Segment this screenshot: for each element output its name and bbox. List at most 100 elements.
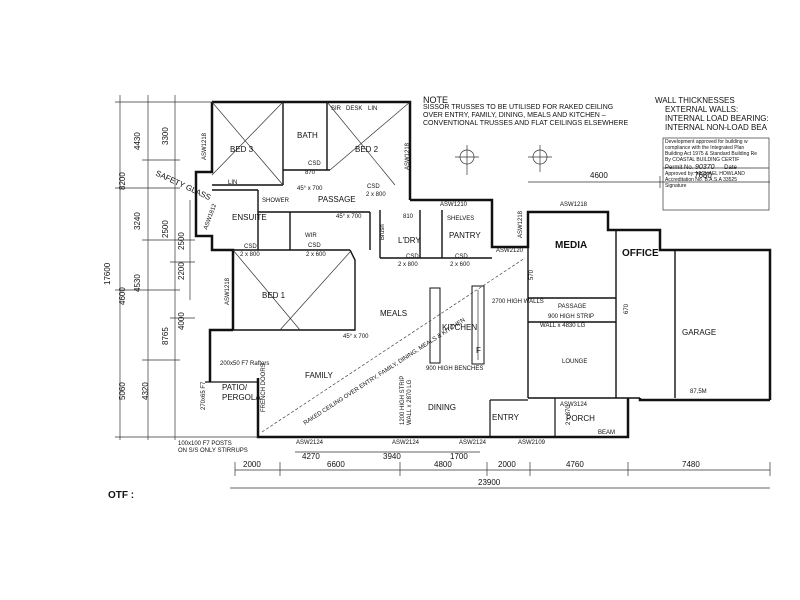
wall-thickness-block: WALL THICKNESSES EXTERNAL WALLS: INTERNA…	[655, 96, 773, 132]
room-sir: SIR	[331, 106, 342, 112]
dim-bottom-r2-4: 2000	[498, 460, 516, 469]
dim-left-3: 8200	[118, 172, 127, 190]
annotations: SAFETY GLASS CSD 870 CSD 2 x 800 CSD 2 x…	[108, 161, 707, 501]
window-asw1218-left: ASW1218	[202, 132, 208, 160]
csd-2x600-wir: 2 x 600	[306, 252, 326, 258]
wall-2870-note: WALL x 2870 LG	[407, 379, 413, 425]
room-ldry: L'DRY	[398, 236, 421, 245]
dimension-values: 4600 7680 4270 3940 1700 2000 6600 4800 …	[103, 127, 712, 487]
dim-bottom-r2-3: 4800	[434, 460, 452, 469]
room-labels: BED 3 BATH BED 2 PASSAGE SHOWER ENSUITE …	[222, 106, 716, 423]
north-arrow-symbols	[455, 145, 552, 175]
window-asw1218-bed1: ASW1218	[225, 277, 231, 305]
csd-2x600-pantry: 2 x 600	[450, 262, 470, 268]
kitchen-benches	[429, 285, 485, 365]
room-desk: DESK	[346, 106, 362, 112]
dim-bottom-r2-1: 2000	[243, 460, 261, 469]
window-asw2124-a: ASW2124	[296, 440, 324, 446]
approval-stamp-box	[662, 137, 770, 211]
room-shelves: SHELVES	[447, 216, 474, 222]
room-passage-right: PASSAGE	[558, 304, 586, 310]
room-lounge: LOUNGE	[562, 359, 587, 365]
approval-line-4: By COASTAL BUILDING CERTIF	[665, 157, 740, 163]
interior-walls	[212, 102, 676, 437]
csd-label-pantry: CSD	[455, 254, 468, 260]
grid-line-note: 87,5M	[690, 389, 707, 395]
room-garage: GARAGE	[682, 328, 716, 337]
dim-bottom-r1-2: 3940	[383, 452, 401, 461]
date-label: Date	[724, 165, 737, 171]
room-bath: BATH	[297, 131, 318, 140]
dim-left-7: 2200	[177, 262, 186, 280]
approval-line-3: Building Act 1975 & Standard Building Re	[665, 151, 758, 157]
patio-beam-note: 270x65 F7	[201, 381, 207, 410]
high-benches-note: 900 HIGH BENCHES	[426, 366, 483, 372]
window-asw1218-vertical: ASW1218	[518, 210, 524, 238]
exterior-walls	[194, 100, 772, 439]
dim-left-12: 5060	[118, 382, 127, 400]
high-walls-note: 2700 HIGH WALLS	[492, 299, 544, 305]
csd-label-wir: CSD	[308, 243, 321, 249]
room-dining: DINING	[428, 403, 456, 412]
dim-top-1: 4600	[590, 171, 608, 180]
room-bed3: BED 3	[230, 145, 254, 154]
room-bed1: BED 1	[262, 291, 286, 300]
csd-label-bed2: CSD	[367, 184, 380, 190]
posts-note-2: ON S/S ONLY STIRRUPS	[178, 448, 248, 454]
dim-left-6: 2500	[177, 232, 186, 250]
window-asw1218-top: ASW1218	[560, 202, 588, 208]
dim-left-13: 4320	[141, 382, 150, 400]
room-wir: WIR	[305, 233, 317, 239]
otf-label: OTF :	[108, 490, 134, 501]
window-asw2124-b: ASW2124	[392, 440, 420, 446]
hip-lines	[211, 101, 526, 433]
fridge-symbol: F	[476, 346, 481, 355]
window-asw3124: ASW3124	[560, 402, 588, 408]
patio-rafters-note: 200x50 F7 Rafters	[220, 361, 269, 367]
room-passage-top: PASSAGE	[318, 195, 356, 204]
dim-left-1: 4430	[133, 132, 142, 150]
csd-label-bath: CSD	[308, 161, 321, 167]
window-asw2109: ASW2109	[518, 440, 546, 446]
approval-line-1: Development approved for building w	[665, 139, 748, 145]
safety-glass-note: SAFETY GLASS	[154, 169, 212, 202]
dim-left-10: 4000	[177, 312, 186, 330]
room-pergola: PERGOLA	[222, 393, 261, 402]
note-line-1: SISSOR TRUSSES TO BE UTILISED FOR RAKED …	[423, 104, 614, 111]
dim-bottom-r1-1: 4270	[302, 452, 320, 461]
csd-2x800-bed1: 2 x 800	[240, 252, 260, 258]
csd-label-ldry: CSD	[406, 254, 419, 260]
permit-label: Permit No.	[665, 165, 694, 171]
approved-by: Approved by: MICHAEL HOWLAND	[665, 171, 745, 177]
permit-number: 90370	[695, 164, 715, 171]
dim-bottom-r2-2: 6600	[327, 460, 345, 469]
window-asw1812: ASW1812	[203, 203, 218, 231]
left-dimension-lines	[115, 95, 258, 440]
angle-note-1: 45° x 700	[297, 186, 323, 192]
wall-thickness-line-1: EXTERNAL WALLS:	[665, 105, 739, 114]
dim-bottom-r2-5: 4760	[566, 460, 584, 469]
csd-label-ensuite: CSD	[244, 244, 257, 250]
note-heading: NOTE	[423, 95, 449, 105]
angle-note-3: 45° x 700	[343, 334, 369, 340]
accreditation: Accreditation No. B.A.S.A 33525	[665, 177, 737, 183]
dim-bottom-r1-3: 1700	[450, 452, 468, 461]
room-kitchen: KITCHEN	[442, 323, 477, 332]
posts-note-1: 100x100 F7 POSTS	[178, 441, 232, 447]
csd-2x800-ldry: 2 x 800	[398, 262, 418, 268]
angle-note-2: 45° x 700	[336, 214, 362, 220]
room-family: FAMILY	[305, 371, 334, 380]
room-shower: SHOWER	[262, 198, 290, 204]
window-asw1218-right: ASW1218	[405, 142, 411, 170]
window-asw1210: ASW1210	[440, 202, 468, 208]
wall-thickness-line-2: INTERNAL LOAD BEARING:	[665, 114, 769, 123]
door-870-label: 870	[305, 170, 316, 176]
note-block: NOTE SISSOR TRUSSES TO BE UTILISED FOR R…	[423, 96, 663, 128]
dim-top-2: 7680	[694, 171, 712, 180]
dim-left-2: 3300	[161, 127, 170, 145]
note-line-2: OVER ENTRY, FAMILY, DINING, MEALS AND KI…	[423, 112, 606, 119]
dim-overall: 23900	[478, 478, 501, 487]
room-bed2: BED 2	[355, 145, 379, 154]
dim-left-4: 3240	[133, 212, 142, 230]
